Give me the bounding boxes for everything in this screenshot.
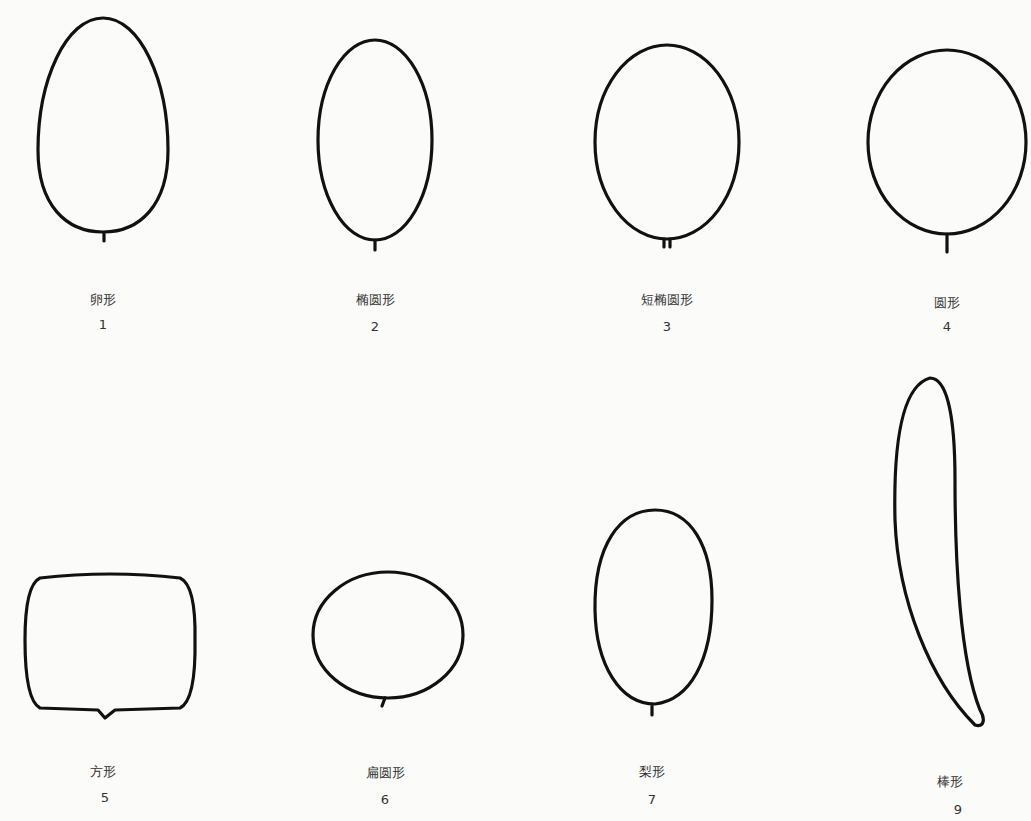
shape-number: 9 — [954, 803, 962, 816]
stem — [945, 234, 948, 252]
shape-number: 4 — [943, 320, 951, 333]
shape-name: 圆形 — [934, 296, 960, 309]
oblate-shape — [313, 572, 463, 698]
ovate-shape — [38, 18, 168, 241]
stem — [373, 240, 376, 250]
round-shape — [868, 50, 1026, 234]
shape-name: 扁圆形 — [366, 766, 405, 779]
shape-name: 椭圆形 — [356, 293, 395, 306]
shape-name: 方形 — [90, 765, 116, 778]
shape-name: 棒形 — [937, 775, 963, 788]
shape-name: 梨形 — [639, 765, 665, 778]
shape-number: 5 — [101, 791, 109, 804]
elliptic-shape — [318, 40, 432, 240]
shape-number: 7 — [648, 793, 656, 806]
stem — [382, 698, 385, 706]
shape-name: 卵形 — [90, 293, 116, 306]
shape-number: 1 — [99, 318, 107, 331]
shape-number: 2 — [371, 320, 379, 333]
square-shape — [25, 574, 195, 718]
pear-shape — [595, 510, 712, 715]
stem — [664, 239, 670, 247]
shape-number: 6 — [381, 793, 389, 806]
club-shape — [895, 378, 983, 726]
shape-number: 3 — [663, 320, 671, 333]
shape-name: 短椭圆形 — [641, 293, 693, 306]
short-elliptic-shape — [595, 45, 739, 239]
